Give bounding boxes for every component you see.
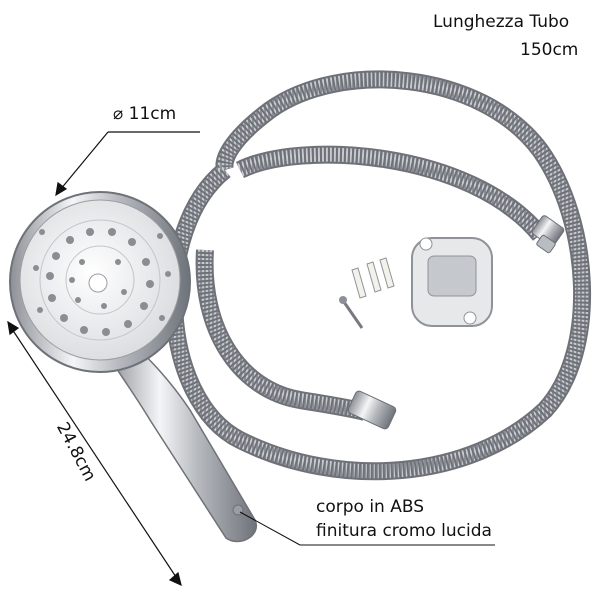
diameter-label: ⌀ 11cm — [113, 104, 177, 124]
screw — [339, 296, 364, 329]
shower-handle — [106, 339, 258, 543]
material-label-line2: finitura cromo lucida — [316, 521, 492, 541]
nozzle-pattern — [33, 228, 171, 336]
length-arrow — [7, 320, 182, 587]
wall-bracket — [411, 237, 493, 327]
material-label-line1: corpo in ABS — [316, 497, 425, 517]
shower-head — [9, 191, 191, 373]
diameter-arrow — [55, 131, 200, 197]
material-leader-line — [239, 511, 495, 546]
wall-plugs — [351, 257, 395, 299]
hose-length-value: 150cm — [520, 40, 579, 60]
hose-connector-bottom — [347, 390, 397, 430]
hose-connector-top — [531, 215, 565, 254]
hose-length-title: Lunghezza Tubo — [433, 12, 570, 32]
shower-hose — [165, 70, 592, 481]
